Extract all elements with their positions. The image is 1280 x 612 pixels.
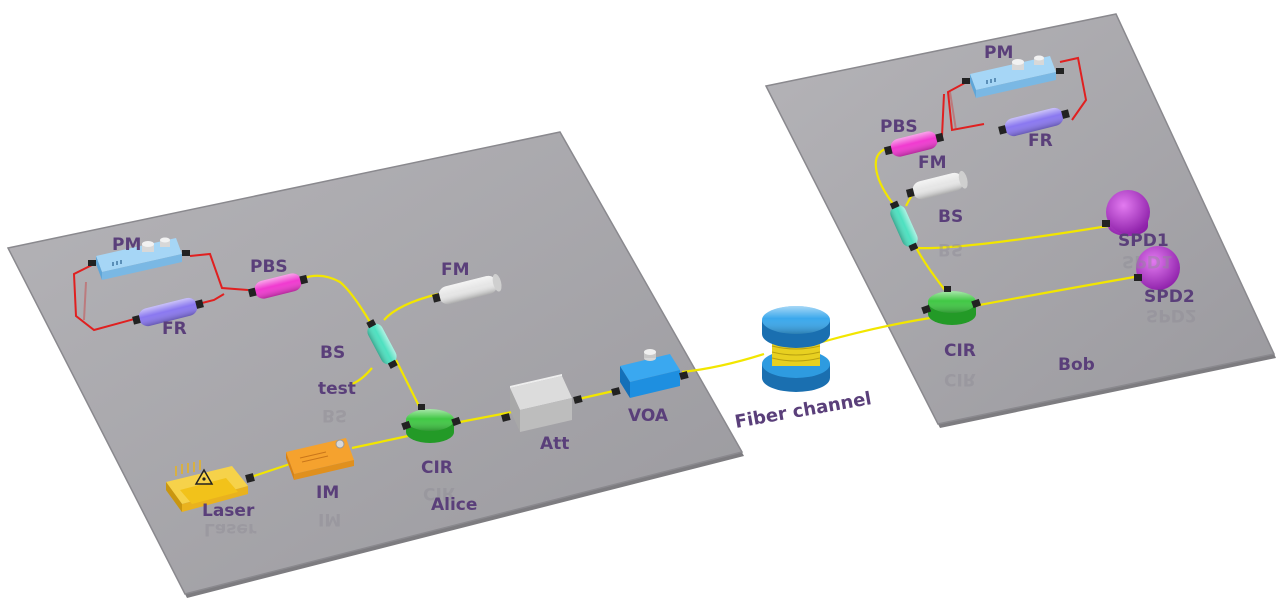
svg-text:SPD2: SPD2 xyxy=(1146,305,1197,325)
attenuator[interactable] xyxy=(501,374,583,432)
label-voa: VOA xyxy=(628,406,669,426)
laser-source[interactable] xyxy=(166,460,255,512)
bob-polarization-beam-splitter[interactable] xyxy=(883,128,946,160)
label-spd1: SPD1 xyxy=(1118,231,1169,251)
fiber-spool[interactable] xyxy=(762,306,830,392)
variable-optical-attenuator[interactable] xyxy=(611,349,689,398)
labels: Laser IM CIR Alice Att VOA BS test PBS F… xyxy=(112,43,1195,521)
label-fiber-channel: Fiber channel xyxy=(733,388,873,433)
label-im: IM xyxy=(316,483,339,503)
label-reflections: Laser IM CIR BS CIR SPD1 SPD2 BS xyxy=(204,239,1197,539)
label-alice-cir: CIR xyxy=(421,458,453,478)
svg-text:BS: BS xyxy=(322,405,347,425)
label-alice-pbs: PBS xyxy=(250,257,288,277)
label-test: test xyxy=(318,379,356,399)
alice-circulator[interactable] xyxy=(401,404,462,443)
label-bob-pbs: PBS xyxy=(880,117,918,137)
bob-phase-modulator[interactable] xyxy=(962,55,1064,99)
label-alice-bs: BS xyxy=(320,343,345,363)
label-bob-fr: FR xyxy=(1028,131,1053,151)
svg-text:Laser: Laser xyxy=(204,519,257,539)
alice-phase-modulator[interactable] xyxy=(88,237,190,281)
alice-sagnac-loop xyxy=(72,252,249,332)
label-bob-pm: PM xyxy=(984,43,1013,63)
fiber-lines xyxy=(247,146,1141,480)
label-bob-bs: BS xyxy=(938,207,963,227)
label-att: Att xyxy=(540,434,569,454)
bob-faraday-mirror[interactable] xyxy=(905,170,970,202)
label-alice-fm: FM xyxy=(441,260,470,280)
bob-beam-splitter[interactable] xyxy=(886,199,922,253)
label-bob-fm: FM xyxy=(918,153,947,173)
svg-text:SPD1: SPD1 xyxy=(1122,251,1173,271)
bob-circulator[interactable] xyxy=(921,286,982,325)
intensity-modulator[interactable] xyxy=(286,438,354,480)
alice-faraday-mirror[interactable] xyxy=(431,273,503,307)
label-alice-fr: FR xyxy=(162,319,187,339)
bob-faraday-rotator[interactable] xyxy=(997,105,1071,140)
svg-text:CIR: CIR xyxy=(423,483,455,503)
label-bob: Bob xyxy=(1058,355,1095,375)
alice-beam-splitter[interactable] xyxy=(363,317,402,370)
label-spd2: SPD2 xyxy=(1144,287,1195,307)
alice-polarization-beam-splitter[interactable] xyxy=(247,270,310,302)
laser-warning-icon xyxy=(194,468,214,485)
label-bob-cir: CIR xyxy=(944,341,976,361)
svg-text:CIR: CIR xyxy=(944,369,976,389)
label-alice-pm: PM xyxy=(112,235,141,255)
label-alice: Alice xyxy=(431,495,477,515)
single-photon-detector-1[interactable] xyxy=(1102,190,1150,236)
label-laser: Laser xyxy=(202,501,255,521)
svg-text:IM: IM xyxy=(318,509,341,529)
alice-faraday-rotator[interactable] xyxy=(131,295,205,330)
svg-text:BS: BS xyxy=(938,239,963,259)
single-photon-detector-2[interactable] xyxy=(1134,246,1180,290)
